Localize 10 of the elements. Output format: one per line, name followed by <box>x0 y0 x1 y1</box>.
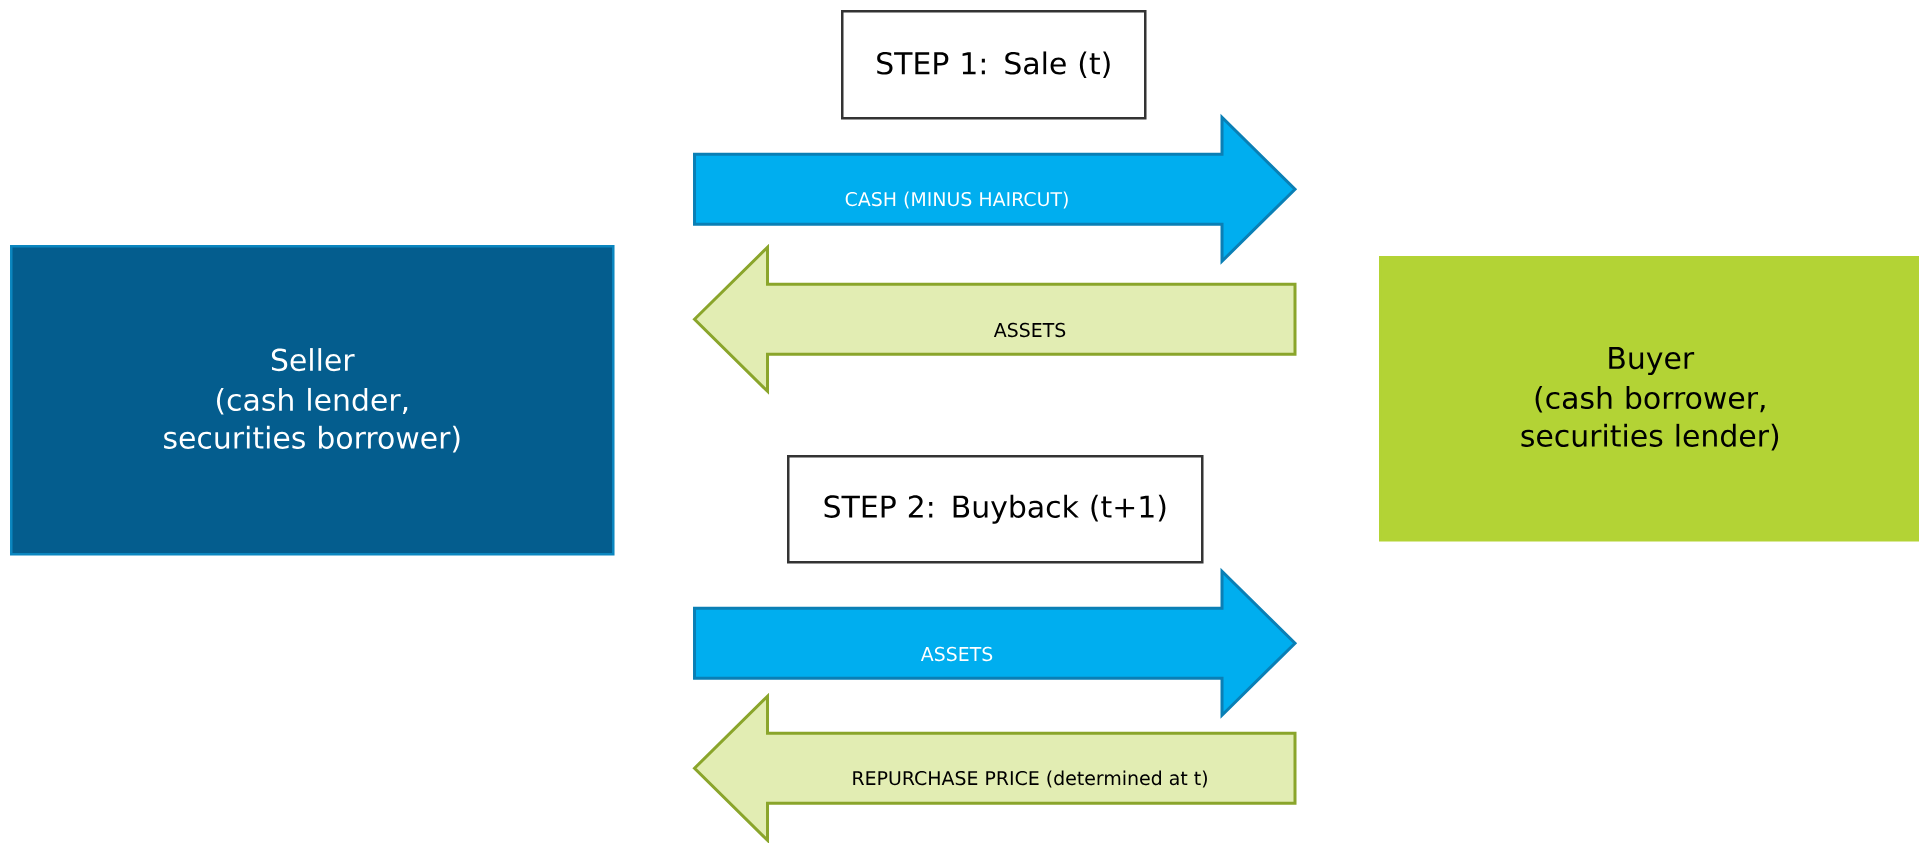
buyer-box: Buyer (cash borrower, securities lender) <box>1379 256 1919 542</box>
edge-label: ASSETS <box>993 322 1066 338</box>
block-arrow <box>693 567 1298 719</box>
step-box: STEP 2: Buyback (t+1) <box>787 455 1204 564</box>
seller-box: Seller (cash lender, securities borrower) <box>10 245 615 556</box>
block-arrow <box>693 113 1298 265</box>
edge-label: ASSETS <box>920 646 993 662</box>
edge-label: CASH (MINUS HAIRCUT) <box>845 191 1068 209</box>
edge-label: REPURCHASE PRICE (determined at t) <box>853 770 1207 788</box>
step-box: STEP 1: Sale (t) <box>841 10 1147 120</box>
